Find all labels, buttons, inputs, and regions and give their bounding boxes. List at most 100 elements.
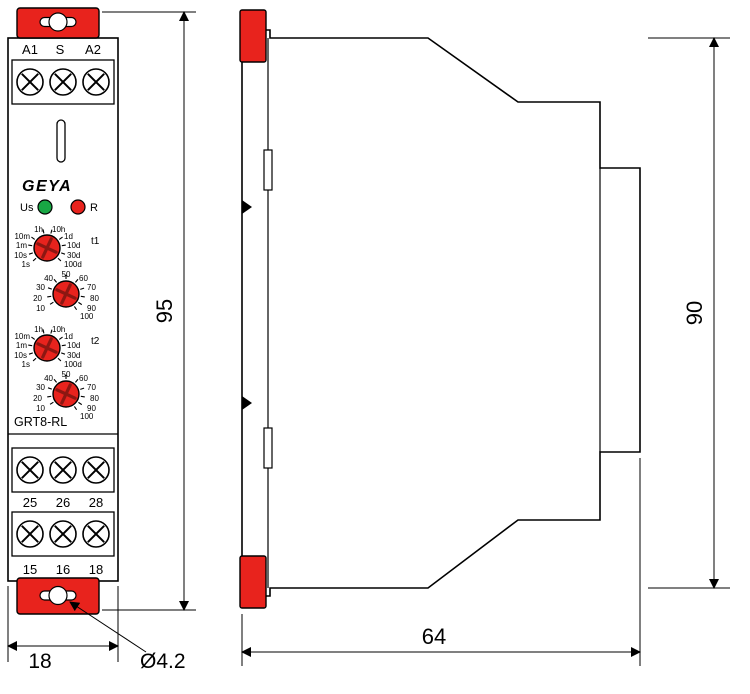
dial-scale-label: 100: [80, 412, 94, 421]
terminal-screw: [82, 68, 110, 96]
dial-tick: [80, 295, 85, 298]
dial-tick: [32, 357, 37, 362]
knob-slot: [41, 237, 53, 259]
dial-scale-label: 30d: [67, 351, 80, 360]
dial-scale-label: 10m: [14, 332, 30, 341]
dim-text-64: 64: [422, 624, 446, 649]
led-relay-label: R: [90, 202, 98, 214]
dial-scale-label: 1m: [16, 241, 27, 250]
dial-tick: [53, 278, 57, 283]
dim-text-95: 95: [152, 299, 177, 323]
latch-wedge-top: [242, 200, 252, 214]
dial-scale-label: 100d: [64, 260, 82, 269]
dial-tick: [32, 257, 37, 262]
dial-scale-label: 10s: [14, 251, 27, 260]
terminal-label-28: 28: [89, 495, 103, 510]
dial-scale-label: 1h: [34, 325, 43, 334]
model-label: GRT8-RL: [14, 415, 67, 429]
dial-scale-label: 10: [36, 304, 45, 313]
led-supply-label: Us: [20, 202, 34, 214]
dial-scale-label: 10d: [67, 241, 80, 250]
terminal-label-a2: A2: [85, 42, 101, 57]
din-clip-top: [239, 9, 267, 63]
screw-slot: [21, 73, 39, 91]
knob-cross: [36, 337, 58, 359]
terminal-label-a1: A1: [22, 42, 38, 57]
dial-scale-label: 30: [36, 383, 45, 392]
dial-scale-label: 40: [44, 374, 53, 383]
leader-line: [69, 601, 147, 653]
dial-scale-label: 1h: [34, 225, 43, 234]
dial-scale-label: 1s: [22, 260, 30, 269]
terminal-screw: [16, 68, 44, 96]
led-indicators: Us R: [20, 199, 98, 215]
dial-tick: [80, 395, 85, 398]
dial-tick: [47, 395, 52, 398]
dial-scale-label: 100: [80, 312, 94, 321]
terminal-label-s: S: [56, 42, 65, 57]
dial-tick: [80, 387, 85, 390]
timer2-label: t2: [91, 336, 100, 347]
fuse-element: [56, 119, 66, 163]
dial-tick: [58, 336, 63, 340]
dial-tick: [78, 301, 83, 306]
dial-scale-label: 90: [87, 404, 96, 413]
dial-scale-label: 60: [79, 374, 88, 383]
dial-scale-label: 50: [62, 270, 71, 279]
screw-slot: [87, 525, 105, 543]
dial-scale-label: 10h: [52, 325, 65, 334]
terminal-label-15: 15: [23, 562, 37, 577]
housing-profile: [241, 29, 641, 597]
dial-scale-label: 10: [36, 404, 45, 413]
dial-tick: [61, 244, 66, 247]
knob-cross: [55, 283, 77, 305]
dial-scale-label: 10s: [14, 351, 27, 360]
brand-logo: GEYA: [22, 178, 72, 195]
dimension-90: 90: [648, 37, 730, 589]
screw-slot: [54, 73, 72, 91]
dial-tick: [75, 378, 79, 383]
screw-slot: [87, 73, 105, 91]
dial-scale-label: 70: [87, 283, 96, 292]
terminal-screw: [49, 520, 77, 548]
terminal-label-16: 16: [56, 562, 70, 577]
dial-tick: [47, 287, 52, 290]
din-clip-bottom: [239, 555, 267, 609]
dimension-64: 64: [241, 458, 641, 666]
supply-led: [37, 199, 53, 215]
dimension-18: 18: [7, 586, 119, 673]
terminal-screw: [16, 520, 44, 548]
dial-tick: [58, 236, 63, 240]
screw-slot: [54, 525, 72, 543]
dial-tick: [61, 352, 66, 355]
dial-scale-label: 90: [87, 304, 96, 313]
dial-tick: [61, 252, 66, 255]
screw-slot: [87, 461, 105, 479]
dial-scale-label: 40: [44, 274, 53, 283]
dial-tick: [47, 387, 52, 390]
dimension-hole: Ø4.2: [69, 601, 186, 673]
terminal-label-18: 18: [89, 562, 103, 577]
knob-slot: [41, 337, 53, 359]
dial-tick: [28, 344, 33, 347]
dial-tick: [31, 236, 36, 240]
dim-text-hole: Ø4.2: [140, 650, 186, 673]
screw-slot: [21, 525, 39, 543]
knob-cross: [55, 383, 77, 405]
dial-tick: [53, 378, 57, 383]
screw-slot: [54, 461, 72, 479]
knob-cross: [36, 237, 58, 259]
dial-tick: [47, 295, 52, 298]
dial-scale-label: 70: [87, 383, 96, 392]
dial-scale-label: 30: [36, 283, 45, 292]
dial-tick: [75, 278, 79, 283]
top-mount-tab: [16, 7, 100, 39]
dial-tick: [80, 287, 85, 290]
dial-tick: [42, 329, 45, 334]
